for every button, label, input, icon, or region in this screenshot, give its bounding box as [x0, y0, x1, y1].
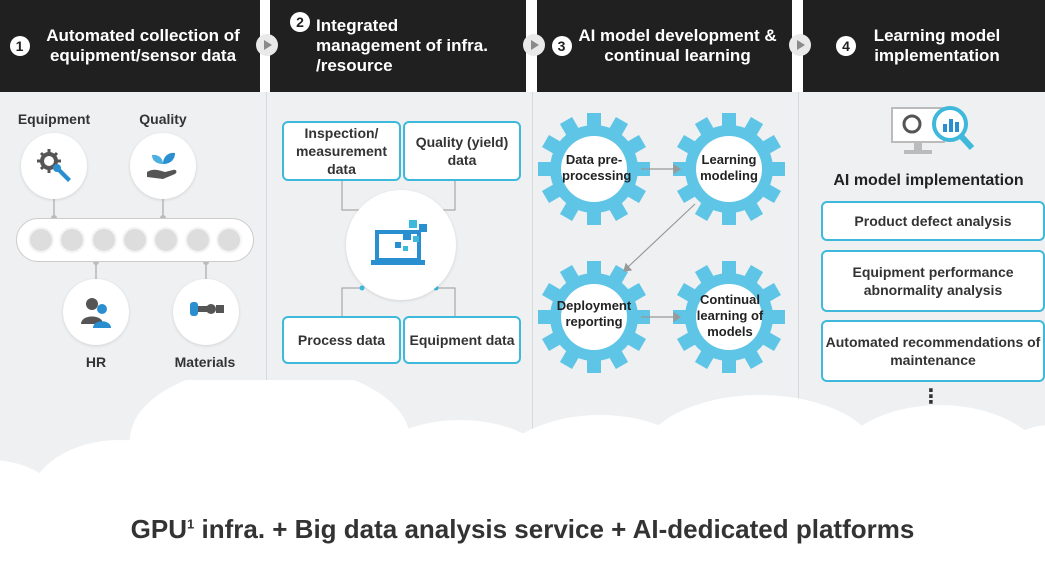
hr-people-icon: [63, 279, 129, 345]
inspection-data-box: Inspection/ measurement data: [282, 121, 401, 181]
equipment-gear-icon: [21, 133, 87, 199]
column-divider: [532, 92, 533, 452]
platform-footer: GPU1 infra. + Big data analysis service …: [0, 514, 1045, 545]
equipment-data-box: Equipment data: [403, 316, 521, 364]
gear-process-diagram: [538, 113, 785, 373]
quality-label: Quality: [139, 111, 187, 127]
next-arrow-icon: [523, 34, 545, 56]
more-items-ellipsis: ⋮: [921, 386, 941, 408]
footer-suffix: infra. + Big data analysis service + AI-…: [194, 514, 915, 544]
step-number: 3: [551, 36, 572, 56]
step-title: Automated collection of equipment/sensor…: [46, 26, 240, 65]
step-header-1: 1 Automated collection of equipment/sens…: [0, 0, 260, 92]
step-title: AI model development & continual learnin…: [578, 26, 777, 65]
gear-learning-modeling: Learning modeling: [700, 152, 758, 183]
cloud-background: [0, 380, 1045, 579]
quality-plant-hand-icon: [130, 133, 196, 199]
monitor-analytics-icon: [888, 100, 978, 162]
footer-superscript: 1: [187, 516, 195, 532]
materials-icon: [173, 279, 239, 345]
step-header-2: 2 Integrated management of infra. /resou…: [270, 0, 526, 92]
step-number: 2: [290, 12, 310, 32]
gear-deployment-reporting: Deployment reporting: [556, 298, 632, 329]
step-title: Learning model implementation: [873, 26, 1001, 65]
equipment-abnormality-box: Equipment performance abnormality analys…: [821, 250, 1045, 312]
next-arrow-icon: [256, 34, 278, 56]
gear-continual-learning: Continual learning of models: [696, 292, 764, 339]
footer-prefix: GPU: [130, 514, 188, 544]
materials-label: Materials: [174, 354, 236, 370]
quality-yield-data-box: Quality (yield) data: [403, 121, 521, 181]
ai-model-title: AI model implementation: [833, 172, 1024, 189]
equipment-label: Equipment: [17, 111, 91, 127]
conveyor-belt: [16, 218, 254, 262]
step-title: Integrated management of infra. /resourc…: [316, 16, 488, 75]
process-data-box: Process data: [282, 316, 401, 364]
gear-data-preprocessing: Data pre-processing: [562, 152, 632, 183]
column-divider: [266, 92, 267, 452]
connector-lines: [51, 199, 209, 279]
step-number: 4: [836, 36, 856, 56]
step-header-4: 4 Learning model implementation: [803, 0, 1045, 92]
hr-label: HR: [85, 354, 107, 370]
maintenance-recommendation-box: Automated recommendations of maintenance: [821, 320, 1045, 382]
product-defect-analysis-box: Product defect analysis: [821, 201, 1045, 241]
next-arrow-icon: [789, 34, 811, 56]
laptop-data-icon: [346, 190, 456, 300]
column-divider: [798, 92, 799, 452]
step-number: 1: [9, 36, 30, 56]
step-header-3: 3 AI model development & continual learn…: [537, 0, 792, 92]
